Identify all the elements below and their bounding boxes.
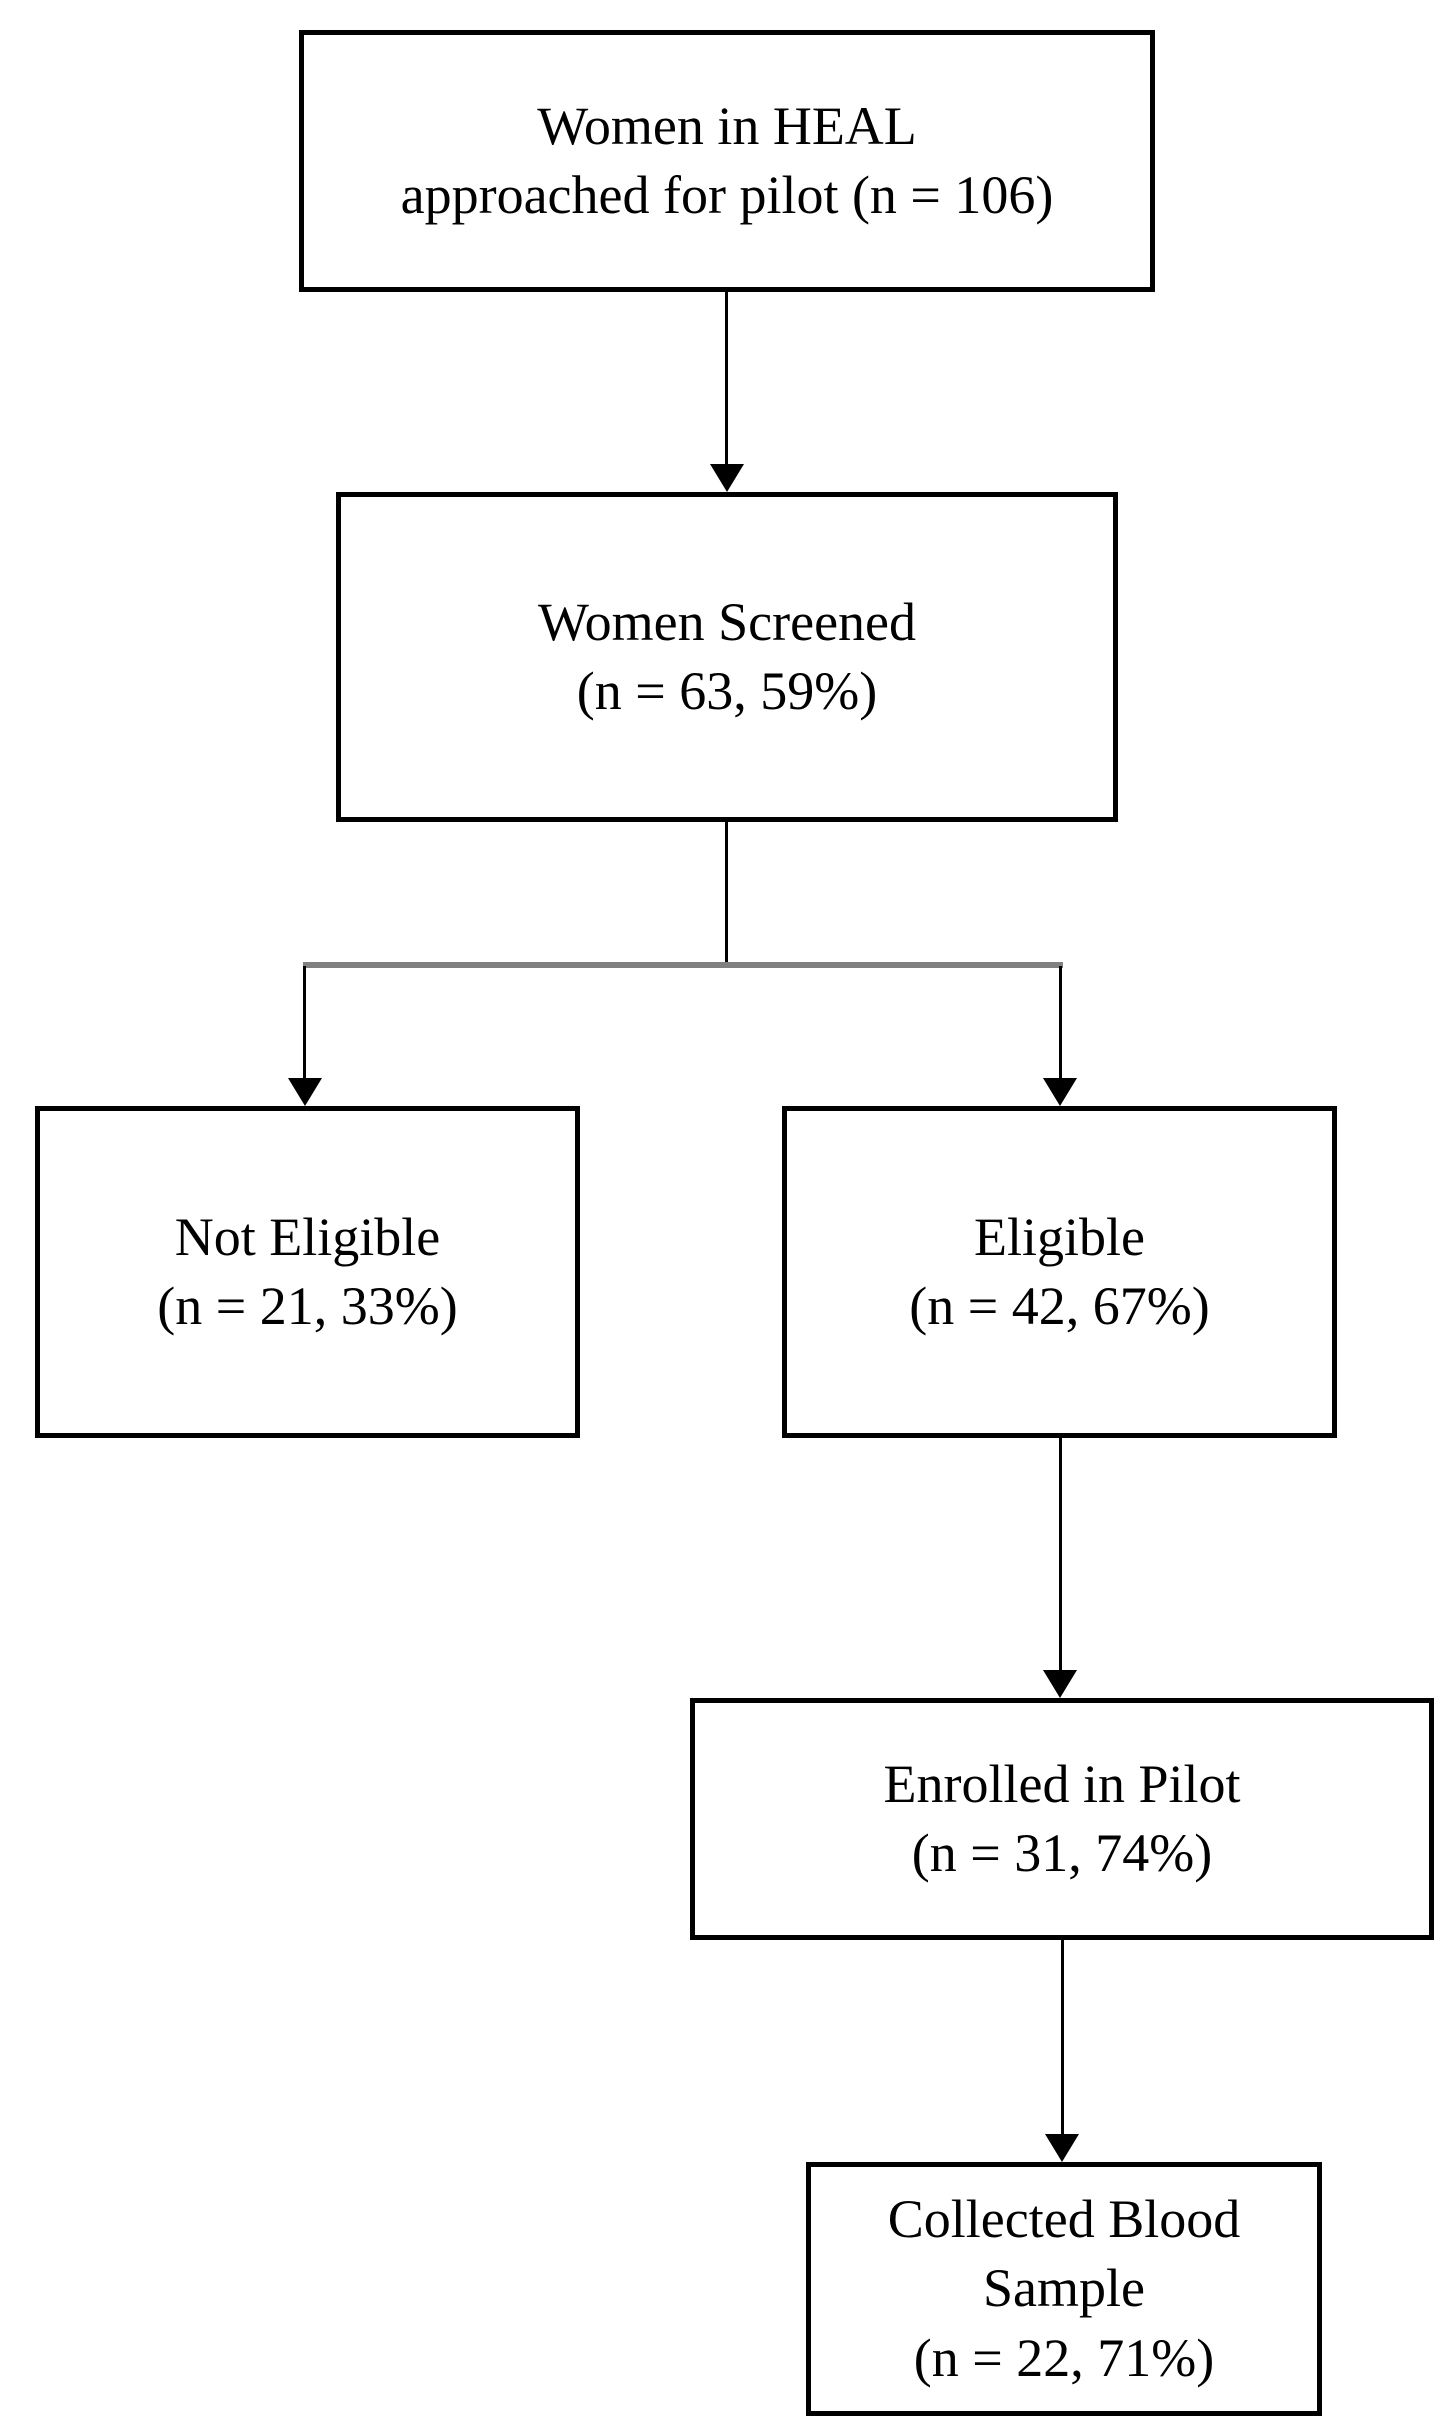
node-eligible: Eligible (n = 42, 67%) bbox=[782, 1106, 1337, 1438]
arrowhead-down-icon bbox=[1043, 1078, 1077, 1106]
branch-horizontal-line bbox=[303, 962, 1063, 968]
connector-eligible-enrolled bbox=[1059, 1438, 1062, 1674]
arrowhead-down-icon bbox=[1043, 1670, 1077, 1698]
node-text-line: Eligible bbox=[974, 1206, 1145, 1267]
connector-screened-branch bbox=[725, 822, 728, 965]
node-women-approached-label: Women in HEAL approached for pilot (n = … bbox=[304, 92, 1150, 230]
node-text-line: Women in HEAL bbox=[537, 95, 917, 156]
node-text-line: Women Screened bbox=[538, 591, 916, 652]
arrowhead-down-icon bbox=[288, 1078, 322, 1106]
node-collected-blood-sample-label: Collected Blood Sample (n = 22, 71%) bbox=[811, 2185, 1317, 2392]
arrowhead-down-icon bbox=[710, 464, 744, 492]
node-text-line: Not Eligible bbox=[174, 1206, 441, 1267]
node-women-screened-label: Women Screened (n = 63, 59%) bbox=[341, 588, 1113, 726]
arrowhead-down-icon bbox=[1045, 2134, 1079, 2162]
connector-approached-screened bbox=[725, 292, 728, 466]
node-text-line: (n = 42, 67%) bbox=[909, 1276, 1210, 1336]
node-not-eligible-label: Not Eligible (n = 21, 33%) bbox=[40, 1203, 575, 1341]
node-text-line: Sample bbox=[983, 2258, 1145, 2319]
node-enrolled-in-pilot: Enrolled in Pilot (n = 31, 74%) bbox=[690, 1698, 1434, 1940]
node-text-line: approached for pilot (n = 106) bbox=[400, 165, 1054, 225]
node-text-line: Enrolled in Pilot bbox=[883, 1753, 1241, 1814]
node-not-eligible: Not Eligible (n = 21, 33%) bbox=[35, 1106, 580, 1438]
node-collected-blood-sample: Collected Blood Sample (n = 22, 71%) bbox=[806, 2162, 1322, 2416]
node-text-line: (n = 21, 33%) bbox=[157, 1276, 458, 1336]
node-text-line: (n = 31, 74%) bbox=[911, 1823, 1213, 1883]
node-women-approached: Women in HEAL approached for pilot (n = … bbox=[299, 30, 1155, 292]
connector-branch-eligible bbox=[1059, 966, 1062, 1082]
node-text-line: (n = 22, 71%) bbox=[913, 2327, 1215, 2388]
connector-enrolled-collected bbox=[1061, 1940, 1064, 2138]
node-enrolled-in-pilot-label: Enrolled in Pilot (n = 31, 74%) bbox=[695, 1750, 1429, 1888]
node-text-line: (n = 63, 59%) bbox=[576, 661, 878, 721]
node-text-line: Collected Blood bbox=[887, 2189, 1241, 2250]
node-eligible-label: Eligible (n = 42, 67%) bbox=[787, 1203, 1332, 1341]
connector-branch-not-eligible bbox=[303, 966, 306, 1082]
node-women-screened: Women Screened (n = 63, 59%) bbox=[336, 492, 1118, 822]
